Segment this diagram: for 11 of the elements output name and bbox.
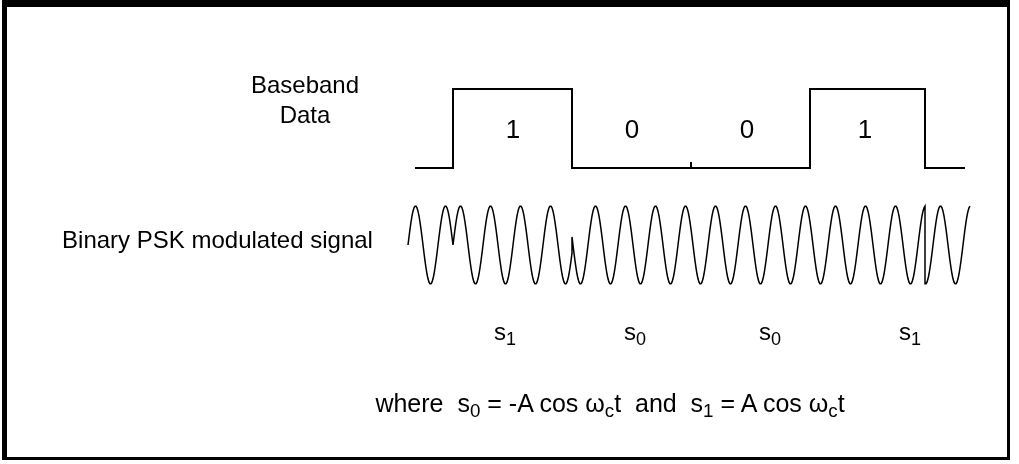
symbol-label: s$_{1}$ <box>898 317 922 350</box>
symbol-label: s$_{0}$ <box>623 317 647 350</box>
bit-value: 0 <box>738 113 756 146</box>
bit-value: 1 <box>504 113 522 146</box>
row-label: Baseband Data <box>249 70 361 130</box>
bit-value: 0 <box>623 113 641 146</box>
formula-text: where s$_{0}$ = -A cos ω$_{c}$t and s$_{1}$ = A cos ω$_{c}$t <box>374 388 846 423</box>
row-label: Binary PSK modulated signal <box>61 225 374 255</box>
symbol-label: s$_{1}$ <box>493 317 517 350</box>
symbol-label: s$_{0}$ <box>758 317 782 350</box>
bit-value: 1 <box>856 113 874 146</box>
